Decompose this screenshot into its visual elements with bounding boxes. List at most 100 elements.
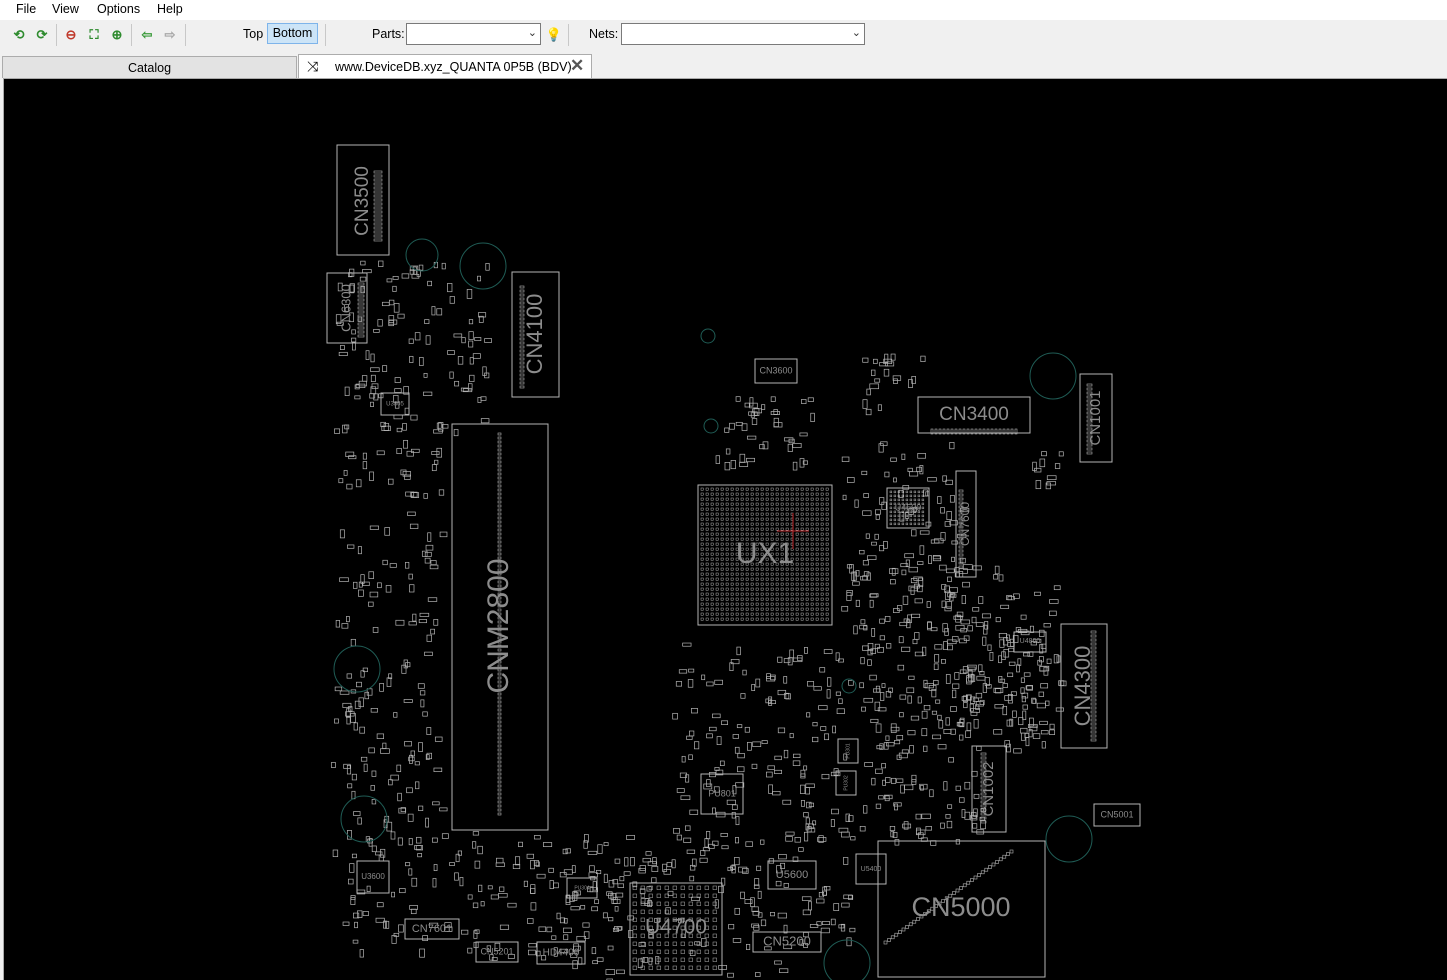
mounting-hole (703, 418, 719, 434)
part-label-cn5000: CN5000 (911, 892, 1010, 922)
part-outline-u4700[interactable] (629, 882, 723, 976)
mounting-hole (459, 242, 507, 290)
part-outline-cn4100[interactable] (511, 271, 560, 398)
part-label-cn7601: CN7601 (412, 923, 452, 935)
zoom-in-icon[interactable]: ⊕ (111, 26, 123, 42)
menu-view[interactable]: View (52, 2, 79, 16)
part-outline-u5600[interactable] (767, 860, 817, 890)
toolbar-separator (185, 24, 186, 46)
fit-to-screen-icon[interactable]: ⛶ (89, 26, 99, 42)
part-label-cn3500: CN3500 (352, 166, 373, 236)
part-label-u4500: U4500 (895, 502, 922, 512)
mounting-hole (700, 328, 716, 344)
zoom-out-icon[interactable]: ⊖ (65, 26, 77, 42)
pins-cn1001 (1086, 383, 1093, 455)
part-outline-cnm2800[interactable] (451, 423, 549, 831)
mounting-hole (823, 939, 871, 980)
chevron-down-icon[interactable]: ⌄ (851, 27, 861, 39)
part-label-u5400: U5400 (861, 866, 882, 873)
part-outline-cn3500[interactable] (336, 144, 390, 256)
part-outline-cn1002[interactable] (971, 745, 1007, 833)
part-label-cn5001: CN5001 (1100, 809, 1133, 819)
part-label-pu301: PU301 (845, 743, 851, 759)
nets-combobox[interactable]: ⌄ (621, 23, 865, 45)
part-label-cn5201: CN5201 (480, 946, 513, 956)
pins-cn4100 (519, 285, 525, 389)
bottom-side-button[interactable]: Bottom (267, 23, 318, 44)
part-outline-hd4400[interactable] (536, 941, 586, 965)
part-label-hd4400: HD4400 (543, 948, 580, 959)
part-outline-cn7600[interactable] (955, 470, 977, 578)
part-label-cn4100: CN4100 (522, 294, 547, 375)
part-outline-pu301[interactable] (837, 738, 859, 764)
toolbar-separator (131, 24, 132, 46)
toolbar: ⟲ ⟳ ⊖ ⛶ ⊕ ⇦ ⇨ Top Bottom Parts: ⌄ 💡 Nets… (0, 20, 1447, 50)
pins-cnm2800 (497, 432, 502, 816)
part-label-pu304: PU304 (574, 885, 590, 891)
part-outline-u5400[interactable] (855, 853, 887, 885)
tab-catalog[interactable]: Catalog (2, 56, 297, 78)
tab-bar: Catalog ⤨ www.DeviceDB.xyz_QUANTA 0P5B (… (0, 54, 1447, 78)
part-outline-cn5001[interactable] (1093, 803, 1141, 827)
refresh-green-alt-icon[interactable]: ⟳ (36, 26, 48, 42)
pins-cn4300 (1090, 630, 1097, 742)
menu-file[interactable]: File (16, 2, 37, 16)
part-label-cn3600: CN3600 (759, 365, 792, 375)
part-label-u3600: U3600 (361, 872, 385, 881)
toolbar-separator (568, 24, 569, 46)
tab-board-file-label: www.DeviceDB.xyz_QUANTA 0P5B (BDV) (335, 60, 572, 74)
pins-cn1002 (980, 752, 987, 824)
mounting-hole (841, 678, 857, 694)
pins-cn3500 (373, 170, 383, 242)
part-label-cn1001: CN1001 (1087, 390, 1104, 445)
passive-components (330, 260, 1067, 980)
part-outline-pu302[interactable] (835, 770, 857, 796)
mounting-hole (340, 795, 388, 843)
forward-arrow-icon[interactable]: ⇨ (164, 26, 176, 42)
menu-help[interactable]: Help (157, 2, 183, 16)
part-outline-cn3400[interactable] (917, 396, 1031, 434)
mounting-hole (405, 238, 439, 272)
part-label-cn7600: CN7600 (958, 502, 972, 546)
part-label-u3805: U3805 (386, 402, 404, 408)
part-label-cnm2800: CNM2800 (482, 558, 515, 693)
refresh-green-icon[interactable]: ⟲ (13, 26, 25, 42)
parts-label: Parts: (372, 27, 405, 41)
tab-board-file[interactable]: ⤨ www.DeviceDB.xyz_QUANTA 0P5B (BDV) ✕ (298, 54, 592, 78)
toolbar-separator (56, 24, 57, 46)
close-icon[interactable]: ✕ (570, 56, 585, 75)
back-arrow-icon[interactable]: ⇦ (141, 26, 153, 42)
part-outline-u3600[interactable] (356, 860, 390, 894)
part-outline-pu801[interactable] (700, 773, 744, 815)
nets-label: Nets: (589, 27, 619, 41)
parts-combobox[interactable]: ⌄ (406, 23, 541, 45)
chevron-down-icon[interactable]: ⌄ (527, 27, 537, 39)
bga-pads-ux1 (700, 487, 829, 621)
part-label-cn5200: CN5200 (763, 933, 811, 948)
menu-options[interactable]: Options (97, 2, 141, 16)
part-outline-u4500[interactable] (886, 487, 930, 529)
menu-bar: File View Options Help (0, 0, 1447, 20)
part-outline-cn7601[interactable] (404, 918, 460, 940)
pins-cn3400 (930, 428, 1018, 435)
part-outline-cn5000[interactable] (877, 840, 1046, 978)
part-label-pu302: PU302 (843, 775, 849, 791)
mounting-hole (1045, 815, 1093, 863)
part-outline-cn1001[interactable] (1079, 373, 1113, 463)
part-outline-cn3600[interactable] (754, 358, 798, 384)
part-outline-cn5201[interactable] (475, 941, 519, 963)
part-label-cn6300: CN6300 (338, 284, 353, 332)
part-label-ux1: UX1 (736, 537, 794, 570)
bga-pads-u4500 (889, 490, 925, 526)
shuffle-icon: ⤨ (307, 58, 319, 74)
lightbulb-icon[interactable]: 💡 (545, 26, 563, 42)
part-label-u5600: U5600 (776, 869, 808, 881)
part-outline-cn6300[interactable] (326, 272, 368, 344)
mounting-hole (1029, 352, 1077, 400)
part-outline-ux1[interactable] (697, 484, 833, 626)
top-side-button[interactable]: Top (243, 27, 264, 41)
mounting-hole (333, 645, 381, 693)
part-label-u4700: U4700 (645, 916, 707, 939)
